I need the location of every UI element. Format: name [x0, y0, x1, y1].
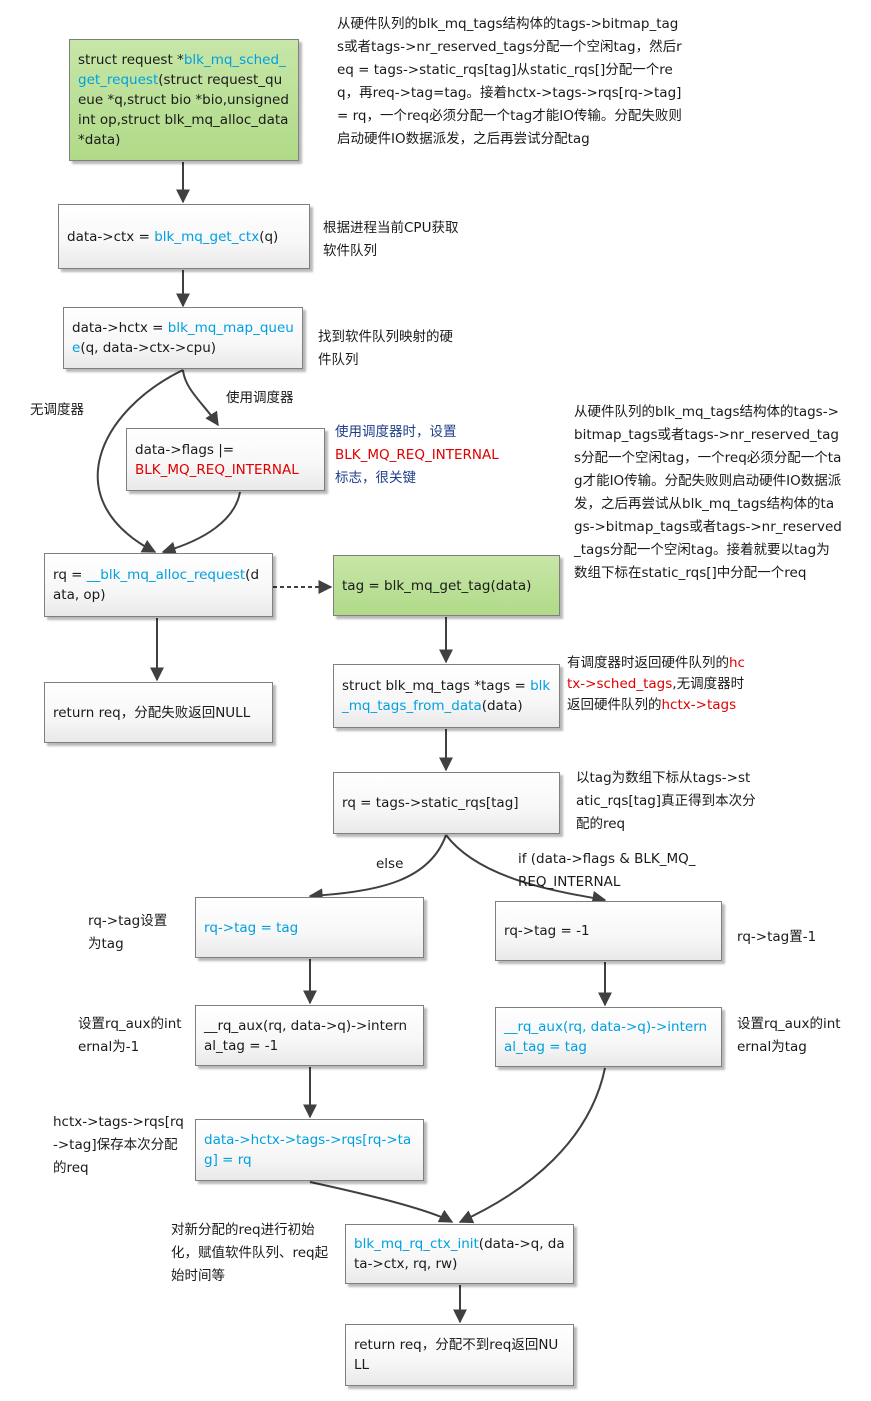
node-rq-tag-set: rq->tag = tag	[195, 897, 424, 958]
node-rq-tag-minus1: rq->tag = -1	[495, 901, 722, 961]
node-text: __rq_aux(rq, data->q)->internal_tag = -1	[204, 1017, 408, 1054]
field-name: hctx->sched_tags	[567, 655, 745, 692]
note-top: 从硬件队列的blk_mq_tags结构体的tags->bitmap_tags或者…	[337, 16, 682, 147]
arrow-n14-n15	[309, 1181, 454, 1223]
node-text: (data->q, data->ctx, rq, rw)	[354, 1236, 565, 1272]
node-text: data->hctx =	[72, 320, 168, 336]
node-set-flags: data->flags |= BLK_MQ_REQ_INTERNAL	[126, 428, 325, 491]
arrow-n9-n11	[445, 834, 607, 905]
function-name: blk_mq_get_ctx	[154, 228, 260, 245]
note-rqtag-right: rq->tag置-1	[737, 929, 817, 945]
note-text: 有调度器时返回硬件队列的	[567, 655, 729, 671]
note-flags: 使用调度器时，设置 BLK_MQ_REQ_INTERNAL 标志，很关键	[335, 421, 525, 490]
node-text: struct request *	[78, 52, 184, 68]
note-init: 对新分配的req进行初始化，赋值软件队列、req起始时间等	[171, 1222, 329, 1284]
note-tags: 有调度器时返回硬件队列的hctx->sched_tags,无调度器时返回硬件队列…	[567, 653, 747, 716]
label-use-scheduler: 使用调度器	[226, 390, 294, 406]
node-text: data->flags |=	[135, 441, 235, 458]
node-rq-ctx-init: blk_mq_rq_ctx_init(data->q, data->ctx, r…	[345, 1224, 574, 1284]
note-static: 以tag为数组下标从tags->static_rqs[tag]真正得到本次分配的…	[576, 770, 756, 832]
function-name: blk_mq_rq_ctx_init	[354, 1236, 479, 1252]
arrow-n4-n5	[161, 491, 241, 556]
node-text: rq->tag = -1	[504, 923, 590, 939]
node-get-tag: tag = blk_mq_get_tag(data)	[333, 555, 560, 616]
node-text: (data)	[481, 698, 523, 714]
node-static-rqs: rq = tags->static_rqs[tag]	[333, 772, 560, 834]
node-text: data->ctx =	[67, 228, 155, 245]
node-text: tag = blk_mq_get_tag(data)	[342, 577, 532, 594]
node-sched-get-request: struct request *blk_mq_sched_get_request…	[69, 39, 299, 161]
flag-name: BLK_MQ_REQ_INTERNAL	[335, 447, 499, 463]
note-rqtag-left: rq->tag设置为tag	[88, 913, 168, 952]
flag-name: BLK_MQ_REQ_INTERNAL	[135, 461, 299, 478]
arrow-n3-n4	[182, 369, 219, 427]
note-get-tag: 从硬件队列的blk_mq_tags结构体的tags->bitmap_tags或者…	[574, 404, 842, 581]
label-else: else	[376, 856, 404, 872]
node-text: (q, data->ctx->cpu)	[80, 340, 217, 356]
node-internal-tag-set: __rq_aux(rq, data->q)->internal_tag = ta…	[495, 1007, 722, 1067]
node-text: return req，分配不到req返回NULL	[354, 1337, 559, 1373]
field-name: hctx->tags	[661, 697, 737, 713]
function-name: __blk_mq_alloc_request	[86, 567, 246, 583]
note-aux-right: 设置rq_aux的internal为tag	[737, 1016, 841, 1055]
function-name: blk_mq_tags_from_data	[342, 678, 551, 714]
function-name: blk_mq_map_queue	[72, 320, 294, 356]
node-text: struct blk_mq_tags *tags =	[342, 678, 531, 694]
arrow-n3-n5-bypass	[96, 369, 184, 553]
node-tags-from-data: struct blk_mq_tags *tags = blk_mq_tags_f…	[333, 664, 560, 728]
function-name: blk_mq_sched_get_request	[78, 52, 286, 88]
note-hctx-rqs: hctx->tags->rqs[rq->tag]保存本次分配的req	[53, 1114, 184, 1176]
note-hctx: 找到软件队列映射的硬件队列	[318, 329, 453, 368]
note-text: 标志，很关键	[335, 470, 416, 486]
node-hctx-rqs: data->hctx->tags->rqs[rq->tag] = rq	[195, 1119, 424, 1181]
node-return-null: return req，分配失败返回NULL	[44, 682, 273, 743]
node-alloc-request: rq = __blk_mq_alloc_request(data, op)	[44, 553, 273, 617]
label-no-scheduler: 无调度器	[30, 402, 84, 418]
node-text: rq = tags->static_rqs[tag]	[342, 795, 519, 811]
arrow-n9-n10	[308, 834, 447, 903]
node-text: (q)	[259, 228, 279, 245]
node-text: rq->tag = tag	[204, 919, 299, 936]
node-text: data->hctx->tags->rqs[rq->tag] = rq	[204, 1132, 412, 1168]
node-get-ctx: data->ctx = blk_mq_get_ctx(q)	[58, 204, 310, 269]
note-ctx: 根据进程当前CPU获取软件队列	[323, 220, 459, 259]
note-text: 使用调度器时，设置	[335, 424, 457, 440]
node-text: rq =	[53, 567, 87, 583]
arrow-n13-n15	[458, 1067, 606, 1224]
node-return-req: return req，分配不到req返回NULL	[345, 1324, 574, 1386]
node-text: __rq_aux(rq, data->q)->internal_tag = ta…	[504, 1019, 708, 1055]
node-map-queue: data->hctx = blk_mq_map_queue(q, data->c…	[63, 307, 303, 369]
note-text: ,无调度器时返回硬件队列的	[567, 676, 745, 713]
note-aux-left: 设置rq_aux的internal为-1	[78, 1016, 182, 1055]
label-if-internal: if (data->flags & BLK_MQ_REQ_INTERNAL	[518, 851, 696, 890]
node-text: (struct request_queue *q,struct bio *bio…	[78, 72, 289, 148]
node-text: return req，分配失败返回NULL	[53, 704, 251, 721]
node-text: (data, op)	[53, 567, 260, 603]
node-internal-tag-minus1: __rq_aux(rq, data->q)->internal_tag = -1	[195, 1005, 424, 1066]
